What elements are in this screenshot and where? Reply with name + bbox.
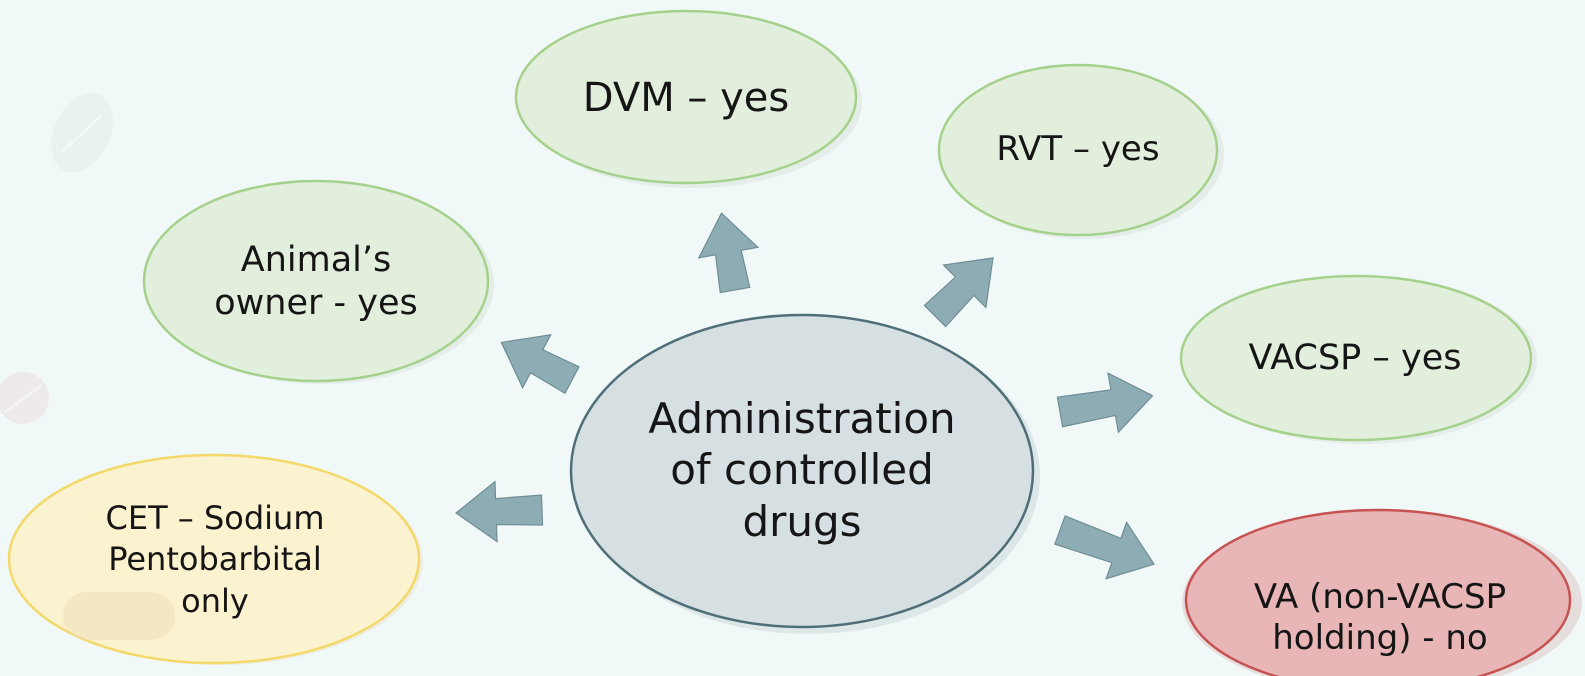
pill-decoration-left <box>0 372 49 424</box>
owner-label: Animal’s owner - yes <box>176 230 456 334</box>
pill-decoration-bottom <box>63 592 175 640</box>
owner-label-line: owner - yes <box>214 283 418 323</box>
rvt-label-text: RVT – yes <box>996 129 1160 170</box>
dvm-label-text: DVM – yes <box>582 74 790 121</box>
va-label: VA (non-VACSP holding) - no <box>1230 568 1530 668</box>
cet-label: CET – Sodium Pentobarbital only <box>60 494 370 626</box>
arrow-to-dvm <box>697 212 760 294</box>
cet-label-line: Pentobarbital <box>108 540 322 579</box>
center-bubble <box>569 313 1035 629</box>
cet-label-line: CET – Sodium <box>105 498 325 537</box>
dvm-bubble <box>514 9 858 185</box>
arrow-to-cet <box>455 480 544 543</box>
arrow-to-rvt <box>923 257 994 328</box>
rvt-bubble <box>937 63 1219 237</box>
center-label-line: drugs <box>742 496 862 546</box>
center-label-line: of controlled <box>670 445 934 495</box>
cet-label-line: only <box>181 581 249 620</box>
arrow-to-owner <box>500 333 580 395</box>
center-label: Administration of controlled drugs <box>602 380 1002 560</box>
vacsp-label-text: VACSP – yes <box>1248 337 1462 378</box>
va-bubble <box>1184 508 1572 676</box>
va-label-line: VA (non-VACSP <box>1253 576 1507 617</box>
vacsp-bubble <box>1179 274 1533 442</box>
arrow-to-va <box>1054 515 1155 580</box>
arrow-group <box>455 212 1155 580</box>
pill-decoration-top <box>51 93 113 173</box>
owner-bubble <box>142 179 490 383</box>
owner-label-line: Animal’s <box>240 240 392 281</box>
center-label-line: Administration <box>648 394 956 444</box>
dvm-label: DVM – yes <box>540 70 832 126</box>
arrow-to-vacsp <box>1056 372 1154 434</box>
va-label-line: holding) - no <box>1272 618 1488 658</box>
rvt-label: RVT – yes <box>958 126 1198 174</box>
vacsp-label: VACSP – yes <box>1210 334 1500 382</box>
